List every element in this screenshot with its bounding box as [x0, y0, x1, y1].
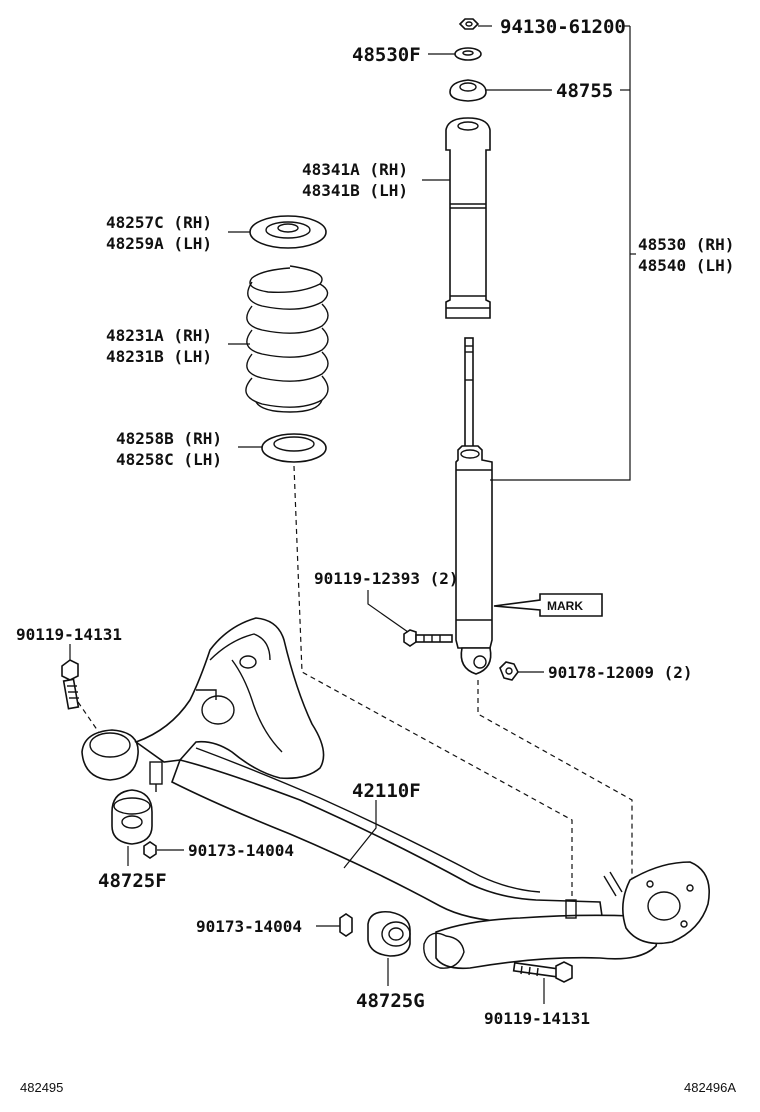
lower-spring-seat-part — [261, 433, 327, 463]
coil-spring-part — [245, 265, 329, 413]
label-beam: 42110F — [352, 780, 421, 802]
label-bushing-left: 48725F — [98, 870, 167, 892]
label-washer: 48530F — [352, 44, 421, 66]
label-lower-seat-rh: 48258B (RH) — [116, 429, 222, 448]
right-small-nut-part — [339, 913, 353, 937]
mark-callout: MARK — [493, 593, 603, 617]
right-bolt-part — [512, 961, 573, 983]
label-nut-top: 94130-61200 — [500, 16, 626, 38]
left-small-nut-part — [143, 841, 157, 859]
label-spring-lh: 48231B (LH) — [106, 347, 212, 366]
label-lower-seat-lh: 48258C (LH) — [116, 450, 222, 469]
shock-absorber-part — [455, 337, 493, 675]
footer-right-ref: 482496A — [684, 1080, 736, 1095]
label-bolt-right: 90119-14131 — [484, 1009, 590, 1028]
label-shock-bolt: 90119-12393 (2) — [314, 569, 459, 588]
shock-nut-part — [499, 661, 519, 681]
left-bolt-part — [61, 659, 80, 710]
label-bolt-left: 90119-14131 — [16, 625, 122, 644]
right-bushing-part — [367, 910, 411, 957]
boot-part — [445, 117, 491, 319]
mark-label: MARK — [547, 599, 583, 613]
label-boot-rh: 48341A (RH) — [302, 160, 408, 179]
washer-part — [454, 47, 482, 61]
shock-bolt-part — [403, 629, 453, 647]
label-upper-seat-lh: 48259A (LH) — [106, 234, 212, 253]
label-nut-right: 90173-14004 — [196, 917, 302, 936]
axle-beam-part — [81, 617, 710, 970]
label-spring-rh: 48231A (RH) — [106, 326, 212, 345]
footer-left-ref: 482495 — [20, 1080, 63, 1095]
support-part — [449, 79, 487, 102]
left-bushing-part — [111, 789, 153, 845]
upper-spring-seat-part — [249, 215, 327, 249]
top-nut-part — [458, 18, 480, 30]
label-shock-rh: 48530 (RH) — [638, 235, 734, 254]
label-support: 48755 — [556, 80, 613, 102]
label-upper-seat-rh: 48257C (RH) — [106, 213, 212, 232]
label-boot-lh: 48341B (LH) — [302, 181, 408, 200]
label-nut-shock: 90178-12009 (2) — [548, 663, 693, 682]
label-shock-lh: 48540 (LH) — [638, 256, 734, 275]
label-bushing-right: 48725G — [356, 990, 425, 1012]
label-nut-left: 90173-14004 — [188, 841, 294, 860]
